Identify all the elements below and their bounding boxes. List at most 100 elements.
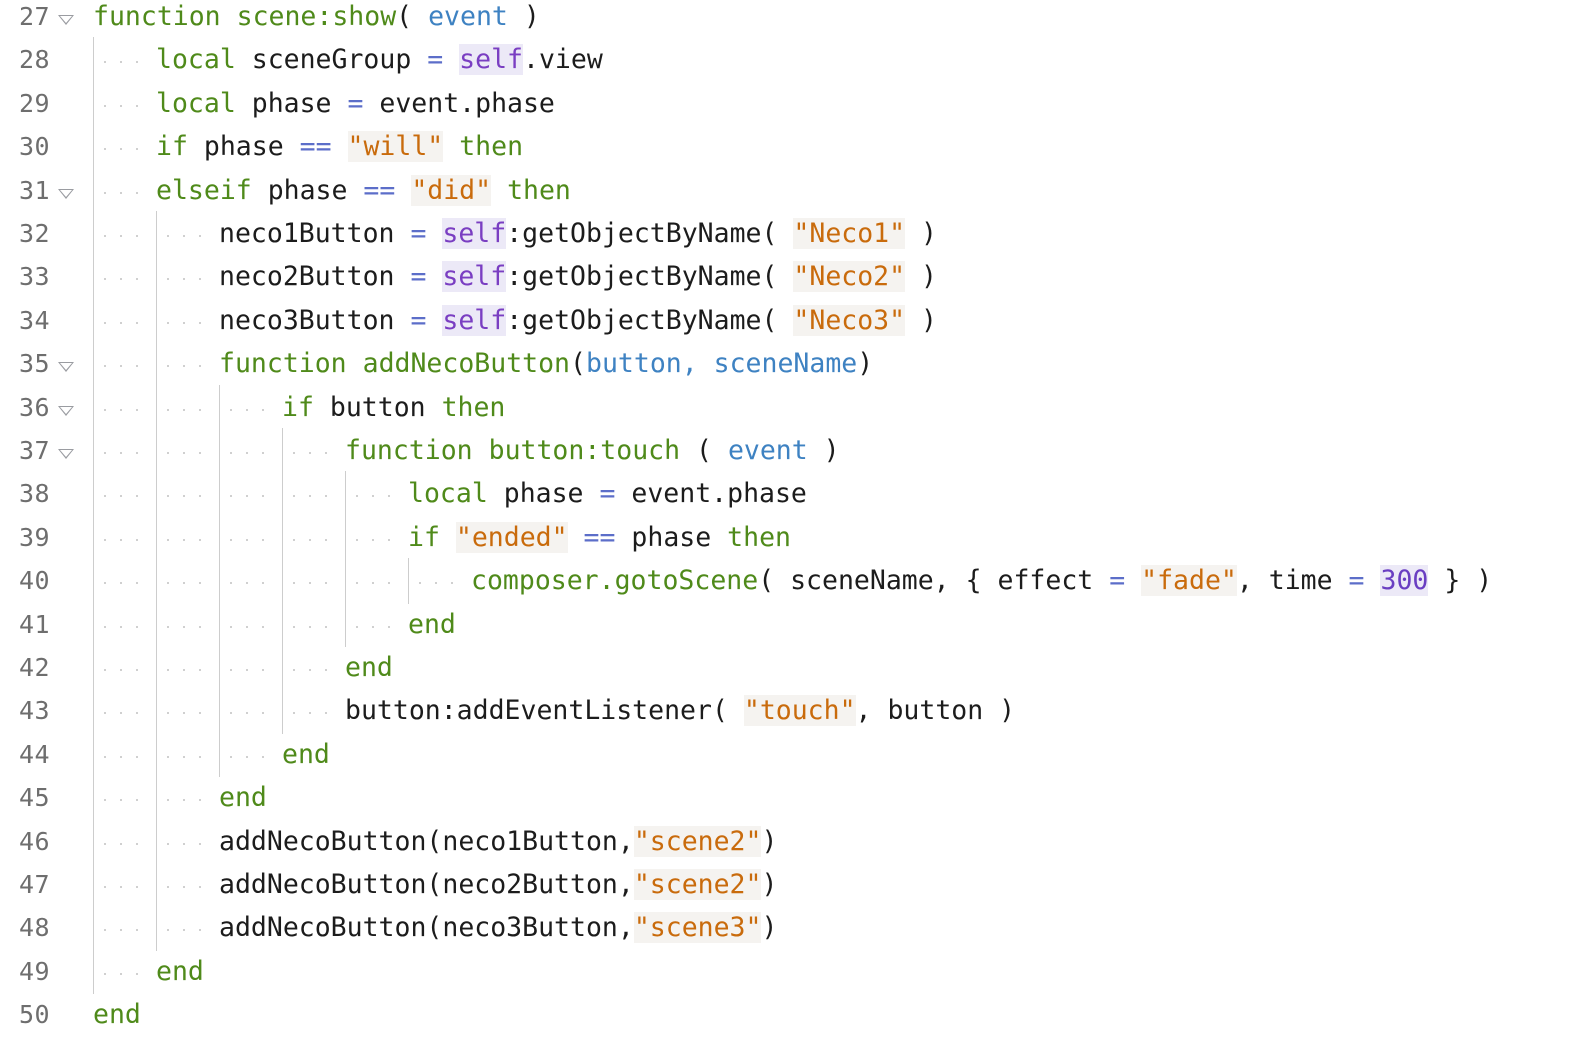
- line-gutter: 35: [0, 347, 92, 390]
- code-text: end: [156, 955, 204, 989]
- line-number: 44: [19, 739, 51, 769]
- code-text: neco3Button = self:getObjectByName( "Nec…: [219, 304, 937, 338]
- code-token: (: [570, 348, 586, 380]
- code-token: scene:show: [236, 1, 397, 32]
- whitespace-dots: [223, 582, 278, 585]
- code-text: if phase == "will" then: [156, 130, 523, 164]
- whitespace-dots: [223, 755, 278, 758]
- code-token: function: [345, 435, 473, 466]
- line-gutter: 32: [0, 217, 92, 260]
- indent-guide: [93, 775, 94, 821]
- whitespace-dots: [97, 191, 152, 194]
- code-token: ): [905, 261, 938, 293]
- code-token: phase: [615, 521, 728, 553]
- code-token: [332, 131, 348, 162]
- line-number: 32: [19, 219, 51, 248]
- whitespace-dots: [349, 538, 404, 541]
- code-token: ( sceneName, { effect: [758, 565, 1110, 597]
- indent-guide: [219, 645, 220, 691]
- line-number: 35: [19, 349, 51, 379]
- code-token: addNecoButton(neco3Button,: [219, 912, 634, 944]
- code-text: function scene:show( event ): [93, 0, 540, 34]
- indent-guide: [156, 601, 157, 647]
- whitespace-dots: [286, 582, 341, 585]
- whitespace-dots: [160, 321, 215, 324]
- line-number: 48: [19, 913, 51, 943]
- line-number: 28: [19, 45, 51, 75]
- fold-toggle-icon[interactable]: [58, 405, 74, 416]
- whitespace-dots: [97, 625, 152, 628]
- line-number: 43: [19, 696, 51, 726]
- fold-toggle-icon[interactable]: [58, 188, 74, 199]
- line-number: 34: [19, 305, 51, 335]
- code-line[interactable]: 48 addNecoButton(neco3Button,"scene3"): [0, 905, 1590, 954]
- fold-toggle-icon[interactable]: [58, 15, 74, 25]
- line-number: 27: [19, 2, 51, 31]
- code-text: end: [345, 651, 393, 685]
- whitespace-dots: [97, 972, 152, 975]
- whitespace-dots: [97, 886, 152, 888]
- code-token: "scene3": [633, 912, 762, 944]
- code-text: if button then: [282, 391, 505, 425]
- code-line[interactable]: 34 neco3Button = self:getObjectByName( "N…: [0, 297, 1590, 347]
- code-text: local phase = event.phase: [408, 477, 807, 511]
- whitespace-dots: [286, 538, 341, 541]
- code-text: end: [93, 998, 141, 1032]
- line-gutter: 33: [0, 260, 92, 303]
- code-token: [426, 305, 442, 336]
- indent-guide: [219, 731, 220, 778]
- whitespace-dots: [160, 235, 215, 237]
- indent-guide: [93, 297, 94, 344]
- fold-toggle-icon[interactable]: [58, 362, 74, 373]
- code-token: ): [761, 869, 778, 900]
- code-token: "did": [411, 174, 492, 206]
- line-number: 40: [19, 566, 51, 596]
- code-line[interactable]: 40 composer.gotoScene( sceneName, { effec…: [0, 558, 1590, 607]
- code-token: addNecoButton: [362, 348, 571, 380]
- code-token: [568, 522, 584, 553]
- code-token: button:touch: [488, 435, 681, 466]
- code-token: neco2Button: [219, 261, 411, 293]
- whitespace-dots: [160, 842, 215, 845]
- code-token: composer.gotoScene: [471, 565, 759, 597]
- code-token: then: [507, 174, 571, 206]
- code-text: addNecoButton(neco3Button,"scene3"): [219, 911, 777, 945]
- code-line[interactable]: 27 function scene:show( event ): [0, 0, 1590, 43]
- whitespace-dots: [97, 61, 152, 64]
- fold-toggle-icon[interactable]: [58, 449, 74, 459]
- code-token: phase: [487, 478, 600, 510]
- line-gutter: 41: [0, 608, 92, 651]
- code-token: end: [345, 652, 393, 683]
- indent-guide: [93, 428, 94, 474]
- code-token: (: [680, 435, 728, 466]
- code-text: addNecoButton(neco1Button,"scene2"): [219, 825, 777, 859]
- whitespace-dots: [160, 625, 215, 628]
- code-token: self: [442, 304, 507, 336]
- whitespace-dots: [160, 886, 215, 888]
- whitespace-dots: [160, 755, 215, 758]
- line-number: 39: [19, 522, 51, 552]
- whitespace-dots: [286, 669, 341, 671]
- whitespace-dots: [412, 582, 467, 585]
